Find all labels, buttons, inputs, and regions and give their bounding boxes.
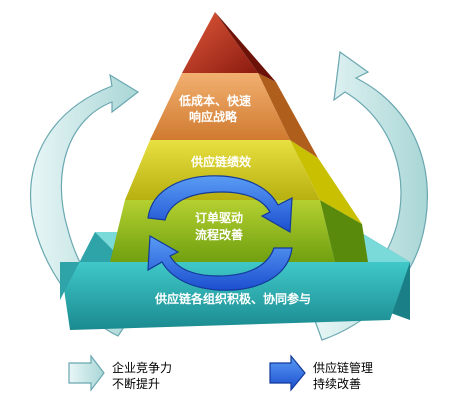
legend-left: 企业竞争力 不断提升 bbox=[112, 360, 172, 392]
tier-apex-front bbox=[182, 12, 258, 73]
tier3-label-line1: 订单驱动 bbox=[195, 210, 243, 225]
legend-right-line2: 持续改善 bbox=[313, 377, 362, 391]
tier1-label-line2: 响应战略 bbox=[189, 109, 238, 124]
legend-outer-arrow-icon bbox=[68, 354, 105, 392]
tier-3-side bbox=[320, 200, 368, 262]
outer-arrow-left bbox=[30, 73, 140, 337]
legend-right-line1: 供应链管理 bbox=[313, 361, 374, 375]
tier-2-side bbox=[290, 140, 362, 224]
tier-apex-side bbox=[215, 12, 276, 82]
base-label: 供应链各组织积极、协同参与 bbox=[154, 291, 311, 306]
cycle-arrow-top bbox=[147, 175, 293, 234]
legend-cycle-arrow-icon bbox=[269, 354, 306, 392]
tier-1-front bbox=[150, 73, 290, 140]
legend-right: 供应链管理 持续改善 bbox=[313, 360, 373, 392]
tier-1-side bbox=[258, 73, 318, 158]
tier-base-front bbox=[60, 262, 410, 330]
legend-left-line2: 不断提升 bbox=[112, 377, 161, 391]
tier2-label: 供应链绩效 bbox=[190, 154, 252, 169]
tier1-label-line1: 低成本、快速 bbox=[178, 93, 251, 108]
cycle-arrow-bottom bbox=[147, 234, 293, 291]
legend-left-line1: 企业竞争力 bbox=[112, 361, 173, 375]
tier-base-left bbox=[60, 232, 125, 300]
tier3-label-line2: 流程改善 bbox=[195, 227, 243, 242]
